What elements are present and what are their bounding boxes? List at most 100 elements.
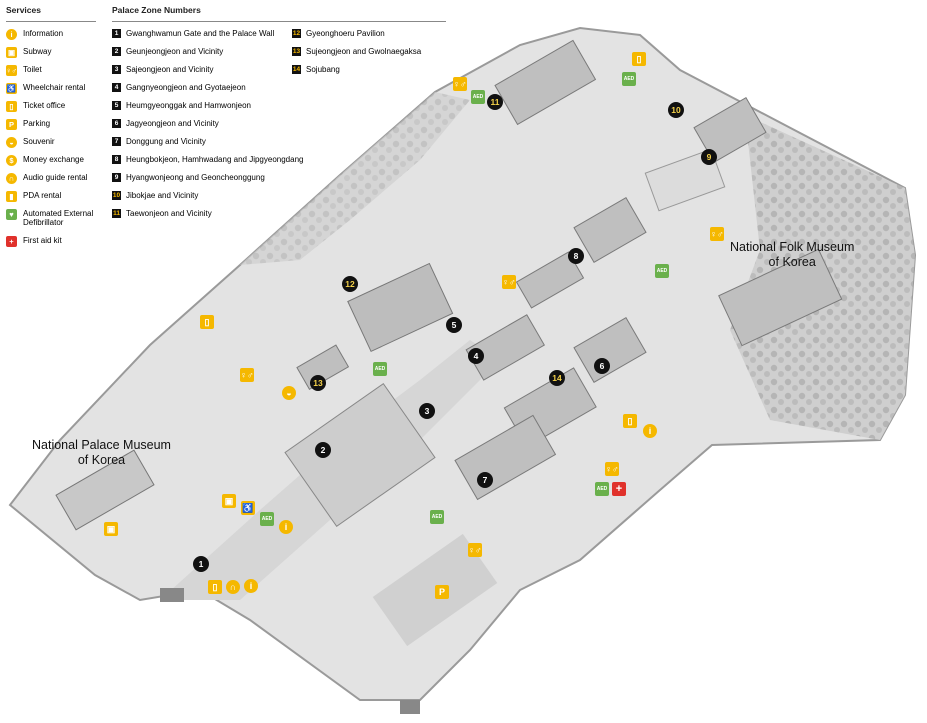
- zone-number-badge: 10: [112, 191, 121, 200]
- service-legend-label: Ticket office: [23, 101, 66, 110]
- service-legend-label: Money exchange: [23, 155, 84, 164]
- parking-icon: P: [435, 585, 449, 599]
- palace-museum-bldg: [55, 449, 155, 531]
- zone-legend-label: Geunjeongjeon and Vicinity: [126, 47, 224, 56]
- service-legend-label: Wheelchair rental: [23, 83, 86, 92]
- toilet-icon: ♀♂: [468, 543, 482, 557]
- zone-legend-label: Hyangwonjeong and Geoncheonggung: [126, 173, 265, 182]
- zone-number-badge: 9: [112, 173, 121, 182]
- toilet-icon: ♀♂: [710, 227, 724, 241]
- service-legend-label: Audio guide rental: [23, 173, 88, 182]
- service-legend-item: ▯ Ticket office: [6, 101, 65, 112]
- zone-number-badge: 13: [292, 47, 301, 56]
- west-gate: [160, 588, 184, 602]
- subway-icon: ▣: [6, 47, 17, 58]
- zone-marker-8[interactable]: 8: [568, 248, 584, 264]
- money-exchange-icon: $: [6, 155, 17, 166]
- zone-number-badge: 14: [292, 65, 301, 74]
- zone-marker-11[interactable]: 11: [487, 94, 503, 110]
- toilet-icon: ♀♂: [605, 462, 619, 476]
- first-aid-icon: +: [612, 482, 626, 496]
- zone-legend-item: 9 Hyangwonjeong and Geoncheonggung: [112, 173, 265, 182]
- zone-number-badge: 6: [112, 119, 121, 128]
- zone-marker-2[interactable]: 2: [315, 442, 331, 458]
- service-legend-label: Information: [23, 29, 64, 38]
- toilet-icon: ♀♂: [502, 275, 516, 289]
- zone-marker-10[interactable]: 10: [668, 102, 684, 118]
- services-legend: Services: [6, 5, 96, 22]
- zone-legend-label: Sojubang: [306, 65, 340, 74]
- zone-marker-7[interactable]: 7: [477, 472, 493, 488]
- aed-icon: AED: [655, 264, 669, 278]
- services-list: i Information ▣ Subway ♀♂Toilet ♿ Wheelchair r…: [6, 29, 111, 259]
- zone-marker-3[interactable]: 3: [419, 403, 435, 419]
- zone-legend-item: 3 Sajeongjeon and Vicinity: [112, 65, 213, 74]
- zone-marker-14[interactable]: 14: [549, 370, 565, 386]
- zone-number-badge: 1: [112, 29, 121, 38]
- souvenir-icon: ◒: [6, 137, 17, 148]
- zone-number-badge: 3: [112, 65, 121, 74]
- zone-legend-label: Heumgyeonggak and Hamwonjeon: [126, 101, 251, 110]
- service-legend-label: Parking: [23, 119, 51, 128]
- first-aid-icon: +: [6, 236, 17, 247]
- aed-icon: AED: [260, 512, 274, 526]
- info-icon: i: [643, 424, 657, 438]
- zone-number-badge: 5: [112, 101, 121, 110]
- zone-legend-label: Sajeongjeon and Vicinity: [126, 65, 214, 74]
- service-legend-item: ∩ Audio guide rental: [6, 173, 88, 184]
- zones-rule: [112, 21, 446, 22]
- zone-marker-9[interactable]: 9: [701, 149, 717, 165]
- zone-legend-label: Taewonjeon and Vicinity: [126, 209, 212, 218]
- geunjeongjeon-court: [284, 383, 436, 527]
- info-icon: i: [244, 579, 258, 593]
- service-legend-item: ♀♂Toilet: [6, 65, 42, 76]
- zone-legend-label: Heungbokjeon, Hamhwadang and Jipgyeongda…: [126, 155, 304, 164]
- audio-guide-icon: ∩: [6, 173, 17, 184]
- service-legend-label: Souvenir: [23, 137, 55, 146]
- zone-marker-13[interactable]: 13: [310, 375, 326, 391]
- services-rule: [6, 21, 96, 22]
- service-legend-item: ▣ Subway: [6, 47, 51, 58]
- zone-legend-item: 1 Gwanghwamun Gate and the Palace Wall: [112, 29, 274, 38]
- service-legend-item: i Information: [6, 29, 63, 40]
- ticket-icon: ▯: [623, 414, 637, 428]
- zone-marker-5[interactable]: 5: [446, 317, 462, 333]
- aed-icon: AED: [622, 72, 636, 86]
- ticket-icon: ▯: [200, 315, 214, 329]
- aed-icon: ♥: [6, 209, 17, 220]
- service-legend-item: +First aid kit: [6, 236, 62, 247]
- zone-legend-label: Jagyeongjeon and Vicinity: [126, 119, 219, 128]
- zone-legend-item: 14 Sojubang: [292, 65, 340, 74]
- service-legend-item: ▮PDA rental: [6, 191, 61, 202]
- service-legend-item: ♥Automated External Defibrillator: [6, 209, 93, 227]
- souvenir-icon: ◒: [282, 386, 296, 400]
- wheelchair-icon: ♿: [6, 83, 17, 94]
- aed-icon: AED: [430, 510, 444, 524]
- zone-legend-label: Gwanghwamun Gate and the Palace Wall: [126, 29, 275, 38]
- zone-number-badge: 4: [112, 83, 121, 92]
- zone-marker-4[interactable]: 4: [468, 348, 484, 364]
- audio-guide-icon: ∩: [226, 580, 240, 594]
- gyeonghoeru-pond: [347, 262, 454, 353]
- ticket-icon: ▯: [6, 101, 17, 112]
- service-legend-item: ◒ Souvenir: [6, 137, 55, 148]
- info-icon: i: [279, 520, 293, 534]
- zone-marker-1[interactable]: 1: [193, 556, 209, 572]
- zone-marker-12[interactable]: 12: [342, 276, 358, 292]
- zone-number-badge: 12: [292, 29, 301, 38]
- zone-marker-6[interactable]: 6: [594, 358, 610, 374]
- service-legend-label: Subway: [23, 47, 52, 56]
- zones-legend: Palace Zone Numbers: [112, 5, 446, 22]
- wheelchair-icon: ♿: [241, 501, 255, 515]
- info-icon: i: [6, 29, 17, 40]
- aed-icon: AED: [373, 362, 387, 376]
